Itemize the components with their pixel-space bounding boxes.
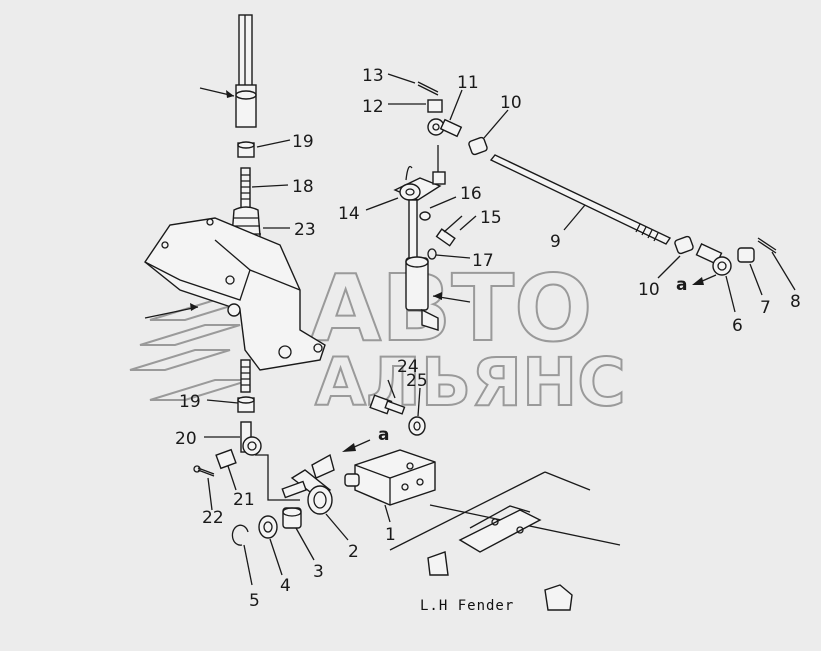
watermark-line2: АЛЬЯНС [315,344,626,421]
callout-4: 4 [280,576,291,596]
callout-18: 18 [292,177,314,197]
bolt-15 [435,215,463,247]
callout-12: 12 [362,97,384,117]
watermark: АВТО АЛЬЯНС [129,254,627,422]
washer-4 [258,515,278,539]
mounting-bracket [144,217,326,371]
arrow-a-lower-head [342,443,356,452]
callout-24: 24 [397,357,419,377]
callout-13: 13 [362,66,384,86]
lever-2 [281,453,335,515]
nut-10-upper [468,136,488,156]
callout-21: 21 [233,490,255,510]
callout-19-lower: 19 [179,392,201,412]
callout-2: 2 [348,542,359,562]
callout-11: 11 [457,73,479,93]
nut-19-upper [237,141,255,158]
cotter-pin-22 [193,465,215,477]
bushing-3 [282,507,302,529]
snap-ring-5 [231,524,249,546]
washer-25 [408,416,426,436]
nut-7 [737,247,755,263]
cotter-pin-8 [757,237,777,254]
cotter-pin-13 [417,81,439,96]
arrow-letter-a-lower: a [378,425,389,445]
callout-3: 3 [313,562,324,582]
callout-8: 8 [790,292,801,312]
callout-17: 17 [472,251,494,271]
rod-end-6 [695,242,732,276]
callout-7: 7 [760,298,771,318]
callout-9: 9 [550,232,561,252]
watermark-line1: АВТО [310,255,592,362]
callout-15: 15 [480,208,502,228]
callout-10-upper: 10 [500,93,522,113]
lower-rod [240,359,251,393]
callout-16: 16 [460,184,482,204]
callout-22: 22 [202,508,224,528]
connector-line-lower [255,454,300,501]
bolt-24 [369,394,406,415]
nut-19-lower [237,396,255,413]
fender-outline [389,471,621,611]
housing-1 [344,449,436,506]
callout-labels: 1 2 3 4 5 6 7 8 9 10 10 11 12 13 14 15 1… [175,66,801,611]
callout-14: 14 [338,204,360,224]
shaft [405,199,471,331]
callout-25: 25 [406,371,428,391]
callout-23: 23 [294,220,316,240]
pin-17 [427,248,437,260]
nut-10-lower [674,235,694,255]
callout-5: 5 [249,591,260,611]
pin-16 [419,211,431,221]
callout-20: 20 [175,429,197,449]
nut-21 [215,448,237,470]
arrow-letter-a-right: a [676,275,687,295]
callout-1: 1 [385,525,396,545]
arrow-a-right-head [692,277,704,285]
callout-6: 6 [732,316,743,336]
rod-9 [489,154,672,245]
rod-end-11 [427,118,463,138]
callout-19-upper: 19 [292,132,314,152]
threaded-rod-18 [240,167,251,209]
callout-10-lower: 10 [638,280,660,300]
rod-end-20 [240,421,262,456]
nut-12 [427,99,443,113]
arrow-a-lower-line [351,439,371,449]
fender-caption: L.H Fender [420,598,514,614]
leader-lines [204,73,796,586]
lever-knob [199,14,257,128]
lever-14 [393,145,446,201]
